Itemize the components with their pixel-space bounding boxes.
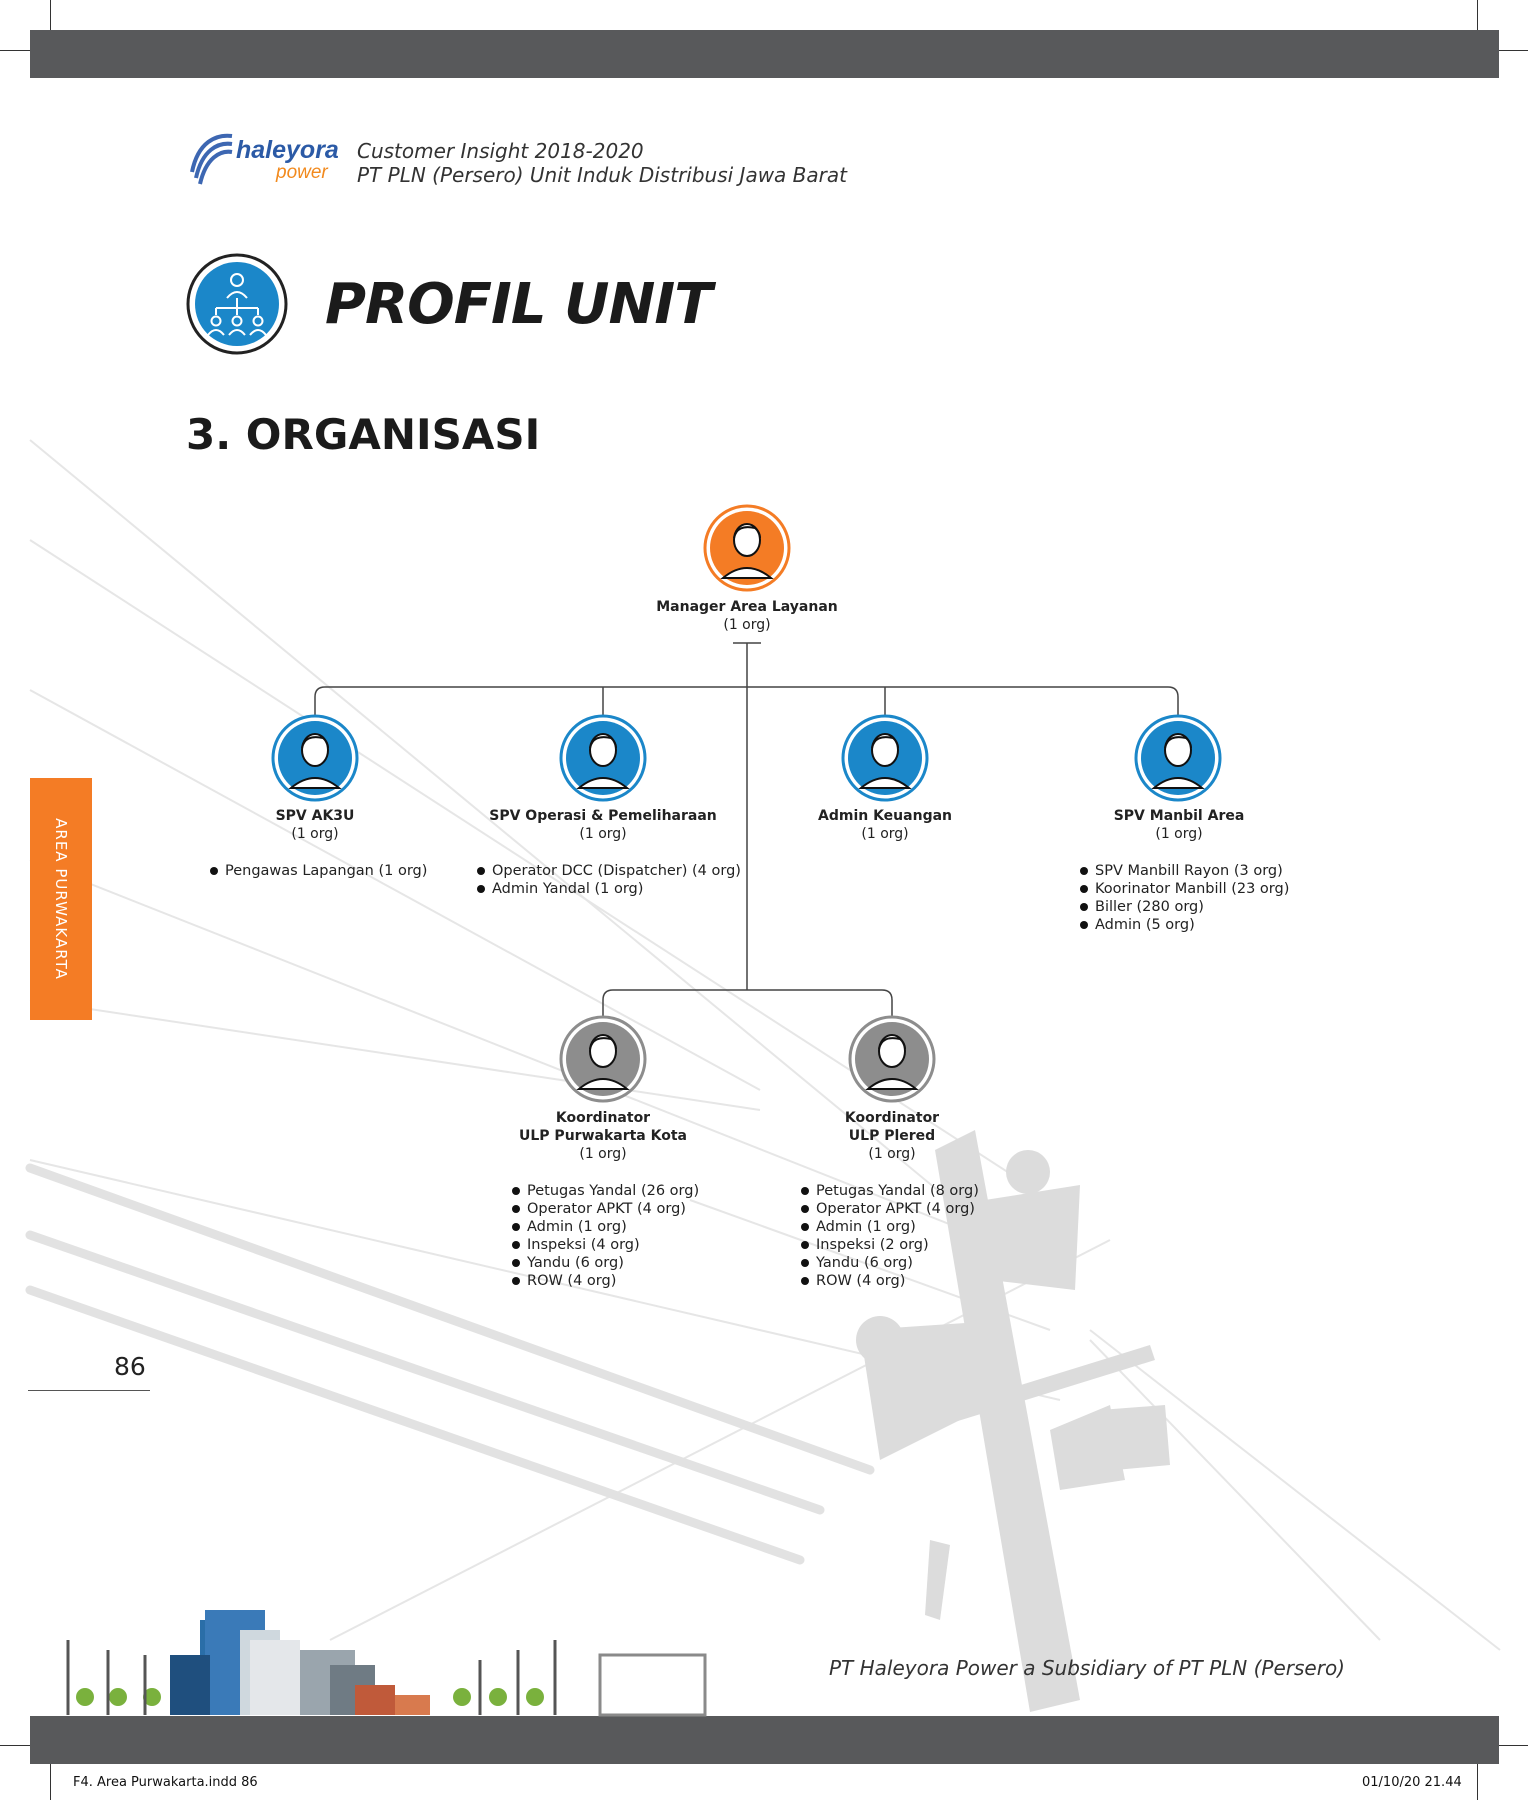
node-name: Koordinator [555, 1110, 651, 1126]
list-item: ROW (4 org) [510, 1272, 699, 1290]
crop-mark [50, 0, 51, 30]
spv-ak3u-avatar-icon [271, 714, 359, 802]
node-name: Admin Keuangan [818, 808, 952, 824]
top-bar [30, 30, 1499, 78]
crop-mark [1477, 1764, 1478, 1800]
list-item: Operator APKT (4 org) [799, 1200, 979, 1218]
list-item: Koorinator Manbill (23 org) [1078, 880, 1289, 898]
node-name: Manager Area Layanan [656, 599, 838, 615]
manager-avatar-icon [703, 504, 791, 592]
list-item: Petugas Yandal (8 org) [799, 1182, 979, 1200]
node-name: Koordinator [844, 1110, 940, 1126]
crop-mark [0, 50, 30, 51]
list-item: ROW (4 org) [799, 1272, 979, 1290]
side-tab: AREA PURWAKARTA [30, 778, 92, 1020]
list-item: Admin (1 org) [799, 1218, 979, 1236]
crop-mark [1477, 0, 1478, 30]
page-title: PROFIL UNIT [325, 272, 712, 337]
crop-mark [0, 1745, 30, 1746]
svg-text:power: power [275, 162, 328, 183]
admin-keuangan-avatar-icon [841, 714, 929, 802]
lineman-silhouette [856, 1130, 1170, 1712]
list-item: Inspeksi (4 org) [510, 1236, 699, 1254]
spv-operasi-avatar-icon [559, 714, 647, 802]
city-skyline [66, 1610, 707, 1717]
spv-ak3u-node-title: SPV AK3U (1 org) [276, 807, 355, 843]
print-slug-file: F4. Area Purwakarta.indd 86 [73, 1775, 258, 1790]
ulp-kota-node-title: Koordinator ULP Purwakarta Kota (1 org) [519, 1109, 687, 1163]
node-count: (1 org) [861, 826, 909, 842]
node-count: (1 org) [579, 1146, 627, 1162]
print-slug-date: 01/10/20 21.44 [1362, 1775, 1462, 1790]
ulp-kota-avatar-icon [559, 1015, 647, 1103]
spv-manbil-avatar-icon [1134, 714, 1222, 802]
node-count: (1 org) [723, 617, 771, 633]
page-number-rule [28, 1390, 150, 1391]
spv-manbil-node-title: SPV Manbil Area (1 org) [1114, 807, 1245, 843]
list-item: Biller (280 org) [1078, 898, 1289, 916]
list-item: Admin (1 org) [510, 1218, 699, 1236]
svg-text:haleyora: haleyora [236, 136, 338, 164]
list-item: Operator APKT (4 org) [510, 1200, 699, 1218]
node-count: (1 org) [1155, 826, 1203, 842]
crop-mark [50, 1764, 51, 1800]
spv-operasi-node-title: SPV Operasi & Pemeliharaan (1 org) [489, 807, 717, 843]
admin-keuangan-node-title: Admin Keuangan (1 org) [818, 807, 952, 843]
ulp-plered-avatar-icon [848, 1015, 936, 1103]
list-item: Petugas Yandal (26 org) [510, 1182, 699, 1200]
crop-mark [1499, 1745, 1528, 1746]
list-item: Yandu (6 org) [510, 1254, 699, 1272]
list-item: SPV Manbill Rayon (3 org) [1078, 862, 1289, 880]
node-name: ULP Plered [848, 1128, 936, 1144]
spv-operasi-staff-list: Operator DCC (Dispatcher) (4 org) Admin … [475, 862, 741, 898]
page-number: 86 [114, 1352, 146, 1381]
footer-tagline: PT Haleyora Power a Subsidiary of PT PLN… [829, 1656, 1345, 1680]
ulp-plered-staff-list: Petugas Yandal (8 org) Operator APKT (4 … [799, 1182, 979, 1290]
list-item: Operator DCC (Dispatcher) (4 org) [475, 862, 741, 880]
list-item: Admin Yandal (1 org) [475, 880, 741, 898]
spv-manbil-staff-list: SPV Manbill Rayon (3 org) Koorinator Man… [1078, 862, 1289, 934]
header-line-2: PT PLN (Persero) Unit Induk Distribusi J… [357, 163, 847, 187]
ulp-kota-staff-list: Petugas Yandal (26 org) Operator APKT (4… [510, 1182, 699, 1290]
node-count: (1 org) [579, 826, 627, 842]
list-item: Inspeksi (2 org) [799, 1236, 979, 1254]
ulp-plered-node-title: Koordinator ULP Plered (1 org) [845, 1109, 939, 1163]
list-item: Yandu (6 org) [799, 1254, 979, 1272]
manager-node-title: Manager Area Layanan (1 org) [656, 598, 838, 634]
organization-icon [186, 253, 288, 355]
list-item: Pengawas Lapangan (1 org) [208, 862, 427, 880]
header-line-1: Customer Insight 2018-2020 [357, 139, 644, 163]
node-name: SPV Manbil Area [1113, 808, 1245, 824]
node-count: (1 org) [291, 826, 339, 842]
node-name: SPV AK3U [275, 808, 355, 824]
section-title: 3. ORGANISASI [186, 410, 541, 459]
node-name: SPV Operasi & Pemeliharaan [489, 808, 717, 824]
spv-ak3u-staff-list: Pengawas Lapangan (1 org) [208, 862, 427, 880]
list-item: Admin (5 org) [1078, 916, 1289, 934]
node-count: (1 org) [868, 1146, 916, 1162]
node-name: ULP Purwakarta Kota [519, 1128, 687, 1144]
haleyora-logo: haleyora power [190, 133, 338, 185]
header-text: Customer Insight 2018-2020 PT PLN (Perse… [357, 139, 847, 187]
crop-mark [1499, 50, 1528, 51]
bottom-bar [30, 1716, 1499, 1764]
